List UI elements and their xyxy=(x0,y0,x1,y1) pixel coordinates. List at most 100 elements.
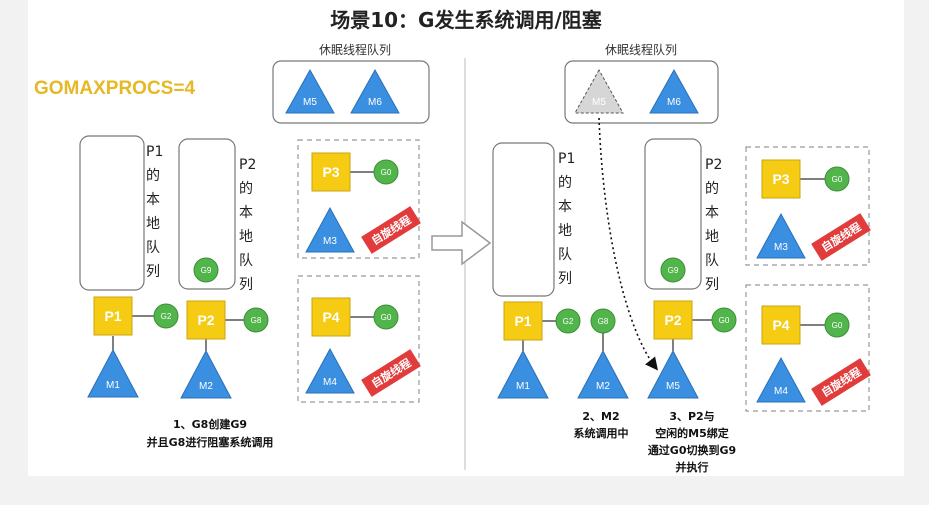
p1-g8-right: G8 xyxy=(590,308,616,334)
p1-processor-right: P1 xyxy=(503,301,543,341)
left-note-line2: 并且G8进行阻塞系统调用 xyxy=(147,435,274,449)
p2-queue-label-right: P2 的 本 地 队 列 xyxy=(705,157,722,293)
svg-text:P2: P2 xyxy=(705,157,722,173)
m2-thread-syscall: M2 xyxy=(577,349,629,399)
svg-text:地: 地 xyxy=(705,229,719,245)
m2-thread: M2 xyxy=(180,349,232,399)
p3-processor-right: P3 xyxy=(761,159,801,199)
svg-text:M3: M3 xyxy=(774,242,788,253)
note2-line1: 2、M2 xyxy=(582,410,619,423)
svg-text:P2: P2 xyxy=(197,312,214,328)
gomaxprocs-label: GOMAXPROCS=4 xyxy=(34,78,195,99)
p4-g0-right: G0 xyxy=(824,312,850,338)
diagram-svg: 场景10：G发生系统调用/阻塞 GOMAXPROCS=4 休眠线程队列 M5 M… xyxy=(34,8,871,474)
svg-text:P1: P1 xyxy=(514,313,531,329)
svg-text:G0: G0 xyxy=(832,321,843,330)
p3-processor: P3 xyxy=(311,152,351,192)
svg-text:M2: M2 xyxy=(596,381,610,392)
m1-thread-right: M1 xyxy=(497,349,549,399)
svg-text:G2: G2 xyxy=(161,312,172,321)
m3-thread: M3 xyxy=(305,206,355,253)
svg-text:P1: P1 xyxy=(104,308,121,324)
note2-line2: 系统调用中 xyxy=(574,426,629,440)
svg-text:本: 本 xyxy=(239,205,253,221)
svg-text:列: 列 xyxy=(146,264,160,280)
svg-text:G2: G2 xyxy=(563,317,574,326)
sleep-m6: M6 xyxy=(350,68,400,114)
sleep-m5-ghost: M5 xyxy=(574,68,624,114)
p3-spin-group-right xyxy=(745,146,870,266)
m5-thread-bound: M5 xyxy=(647,349,699,399)
svg-text:M4: M4 xyxy=(323,377,337,388)
svg-text:G9: G9 xyxy=(201,266,212,275)
p2-queue-g9: G9 xyxy=(193,257,219,283)
left-scene: 休眠线程队列 M5 M6 P1 的 本 地 队 列 P2 的 本 地 队 列 xyxy=(79,42,430,449)
svg-text:队: 队 xyxy=(146,240,160,256)
sleep-queue-label: 休眠线程队列 xyxy=(319,42,391,57)
p2-running-g8: G8 xyxy=(243,307,269,333)
sleep-queue-box xyxy=(272,60,430,124)
m1-thread: M1 xyxy=(87,348,139,398)
p2-g0-right: G0 xyxy=(711,307,737,333)
p2-queue-g9-right: G9 xyxy=(660,257,686,283)
p2-processor: P2 xyxy=(186,300,226,340)
p4-spin-group-right xyxy=(745,284,870,412)
svg-text:M5: M5 xyxy=(666,381,680,392)
p2-local-queue xyxy=(178,138,236,290)
svg-text:P1: P1 xyxy=(146,144,163,160)
sleep-m6-right: M6 xyxy=(649,68,699,114)
note3-line3: 通过G0切换到G9 xyxy=(648,443,736,457)
svg-text:G8: G8 xyxy=(598,317,609,326)
p1-g2-right: G2 xyxy=(555,308,581,334)
svg-text:G9: G9 xyxy=(668,266,679,275)
svg-text:本: 本 xyxy=(558,199,572,215)
p4-g0: G0 xyxy=(373,304,399,330)
svg-text:地: 地 xyxy=(146,216,160,232)
svg-text:列: 列 xyxy=(239,277,253,293)
p3-g0-right: G0 xyxy=(824,166,850,192)
transition-arrow-icon xyxy=(431,220,492,266)
p4-processor-right: P4 xyxy=(761,305,801,345)
p4-spin-group xyxy=(297,275,420,403)
svg-text:的: 的 xyxy=(705,181,719,197)
sleep-queue-label-right: 休眠线程队列 xyxy=(605,42,677,57)
svg-text:的: 的 xyxy=(239,181,253,197)
m4-thread: M4 xyxy=(305,347,355,394)
p2-processor-right: P2 xyxy=(653,300,693,340)
note3-line1: 3、P2与 xyxy=(669,410,714,423)
m4-thread-right: M4 xyxy=(756,356,806,403)
svg-text:G0: G0 xyxy=(832,175,843,184)
p3-spin-group xyxy=(297,139,420,259)
m3-thread-right: M3 xyxy=(756,212,806,259)
left-note-line1: 1、G8创建G9 xyxy=(173,417,247,431)
svg-text:的: 的 xyxy=(146,168,160,184)
note3-line2: 空闲的M5绑定 xyxy=(655,426,729,440)
p4-processor: P4 xyxy=(311,297,351,337)
svg-text:M5: M5 xyxy=(592,97,606,108)
p4-spin-badge: 自旋线程 xyxy=(361,349,421,397)
p4-spin-badge-right: 自旋线程 xyxy=(811,358,871,406)
p1-processor: P1 xyxy=(93,296,133,336)
p2-queue-label: P2 的 本 地 队 列 xyxy=(239,157,256,293)
p1-local-queue-right xyxy=(492,142,555,297)
p1-running-g2: G2 xyxy=(153,303,179,329)
p1-local-queue xyxy=(79,135,145,291)
svg-text:M6: M6 xyxy=(667,97,681,108)
svg-text:P4: P4 xyxy=(322,309,339,325)
note3-line4: 并执行 xyxy=(676,460,709,474)
svg-text:P3: P3 xyxy=(322,164,339,180)
svg-text:G8: G8 xyxy=(251,316,262,325)
svg-text:M3: M3 xyxy=(323,236,337,247)
diagram-title: 场景10：G发生系统调用/阻塞 xyxy=(330,8,603,32)
p3-spin-badge: 自旋线程 xyxy=(361,206,421,254)
svg-text:列: 列 xyxy=(705,277,719,293)
svg-text:G0: G0 xyxy=(381,168,392,177)
svg-text:P2: P2 xyxy=(664,312,681,328)
svg-text:P4: P4 xyxy=(772,317,789,333)
svg-text:地: 地 xyxy=(239,229,253,245)
svg-text:队: 队 xyxy=(558,247,572,263)
p2-local-queue-right xyxy=(644,138,702,290)
sleep-m5: M5 xyxy=(285,68,335,114)
p1-queue-label: P1 的 本 地 队 列 xyxy=(146,144,163,280)
p1-queue-label-right: P1 的 本 地 队 列 xyxy=(558,151,575,287)
